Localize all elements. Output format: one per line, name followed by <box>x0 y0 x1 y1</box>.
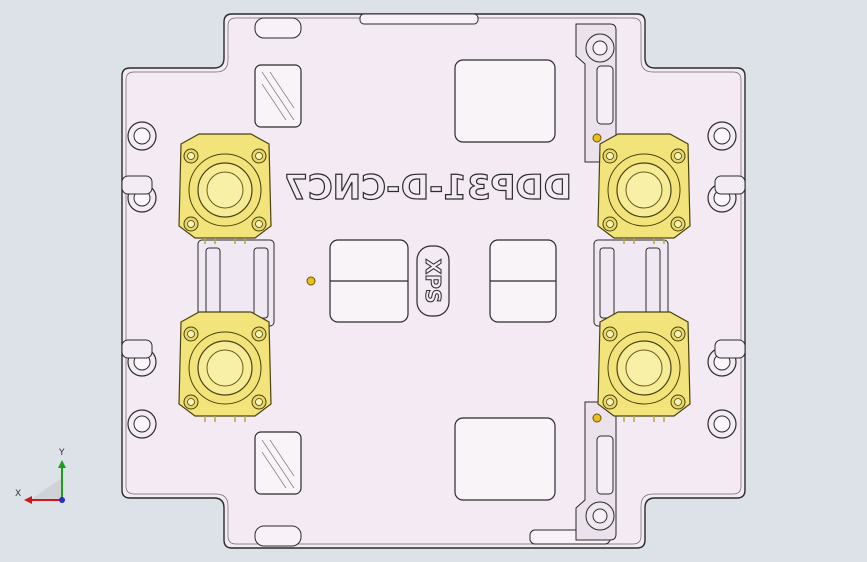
clamp-ring-outer <box>607 331 681 405</box>
locator-right-inner2 <box>645 247 661 319</box>
clamp-screw-head <box>606 330 614 338</box>
pocket-bottom-right <box>454 417 556 501</box>
bolt-hole-inner <box>713 415 731 433</box>
coordinate-triad: X Y <box>15 448 66 504</box>
clamp-screw-head <box>255 330 263 338</box>
rail-roller-bottom-inner <box>592 508 608 524</box>
clamp-cap <box>206 349 244 387</box>
bolt-hole-inner <box>133 415 151 433</box>
rail-slot-upper <box>596 65 614 125</box>
clamp-screw-head <box>255 398 263 406</box>
rail-slot-lower <box>596 435 614 495</box>
axis-y-arrow-icon <box>58 460 66 468</box>
right-rail <box>575 23 617 541</box>
locator-right-inner <box>599 247 615 319</box>
clamp-teeth <box>623 238 665 244</box>
clamp-screw-head <box>187 152 195 160</box>
clamp-teeth <box>623 416 665 422</box>
clamp-screw-head <box>606 220 614 228</box>
dowel-pin-center <box>306 276 316 286</box>
pockets <box>254 59 557 501</box>
clamp-teeth <box>204 238 246 244</box>
rail-roller-top-inner <box>592 40 608 56</box>
clamp-ring-outer <box>188 331 262 405</box>
clamp-ring-outer <box>607 153 681 227</box>
clamp-screw-head <box>606 152 614 160</box>
clamp-cap <box>625 171 663 209</box>
engraved-part-number: DDP31-D-CNC7 <box>284 168 572 208</box>
plate-inner-edge <box>125 17 742 545</box>
flange-notch <box>714 339 746 359</box>
clamp-screw-head <box>674 398 682 406</box>
triad-plane <box>30 478 62 500</box>
toggle-clamp-icon <box>178 133 272 244</box>
flange-holes <box>121 121 746 439</box>
locator-left-inner2 <box>253 247 269 319</box>
clamp-teeth <box>204 416 246 422</box>
dowel-pin-upper-right <box>592 133 602 143</box>
clamp-screw-head <box>255 152 263 160</box>
clamp-cap <box>625 349 663 387</box>
clamp-screw-head <box>187 330 195 338</box>
engraved-text-group: DDP31-D-CNC7 <box>284 167 573 208</box>
clamp-screw-head <box>606 398 614 406</box>
clamp-screw-head <box>674 330 682 338</box>
axis-y-label: Y <box>58 448 65 458</box>
clamp-screw-head <box>255 220 263 228</box>
logo-badge-outline <box>416 245 450 317</box>
axis-x-label: X <box>15 489 21 499</box>
clamp-screw-head <box>674 152 682 160</box>
clamp-screw-head <box>674 220 682 228</box>
locating-blocks <box>197 239 669 327</box>
dowel-pins <box>306 133 602 423</box>
bolt-hole-inner <box>133 127 151 145</box>
flange-notch <box>121 175 153 195</box>
dowel-pin-lower-right <box>592 413 602 423</box>
clamp-cap <box>206 171 244 209</box>
logo-badge: XPS <box>416 245 450 317</box>
pocket-top-left-hatch <box>261 71 295 121</box>
bolt-hole-inner <box>713 127 731 145</box>
logo-text: XPS <box>421 259 445 303</box>
axis-x-arrow-icon <box>24 496 32 504</box>
top-slot-left <box>254 17 302 39</box>
pocket-top-right <box>454 59 556 143</box>
flange-notch <box>714 175 746 195</box>
clamp-ring-outer <box>188 153 262 227</box>
clamp-screw-head <box>187 398 195 406</box>
top-slot-right <box>359 13 479 25</box>
pocket-bottom-left-hatch <box>261 439 295 489</box>
locator-left-inner <box>205 247 221 319</box>
flange-notch <box>121 339 153 359</box>
clamp-screw-head <box>187 220 195 228</box>
axis-z-origin-icon <box>59 497 65 503</box>
toggle-clamp-icon <box>597 133 691 244</box>
toggle-clamp-icon <box>178 311 272 422</box>
toggle-clamp-icon <box>597 311 691 422</box>
bottom-slot-left <box>254 525 302 547</box>
clamps <box>178 133 691 422</box>
pocket-bottom-left <box>254 431 302 495</box>
